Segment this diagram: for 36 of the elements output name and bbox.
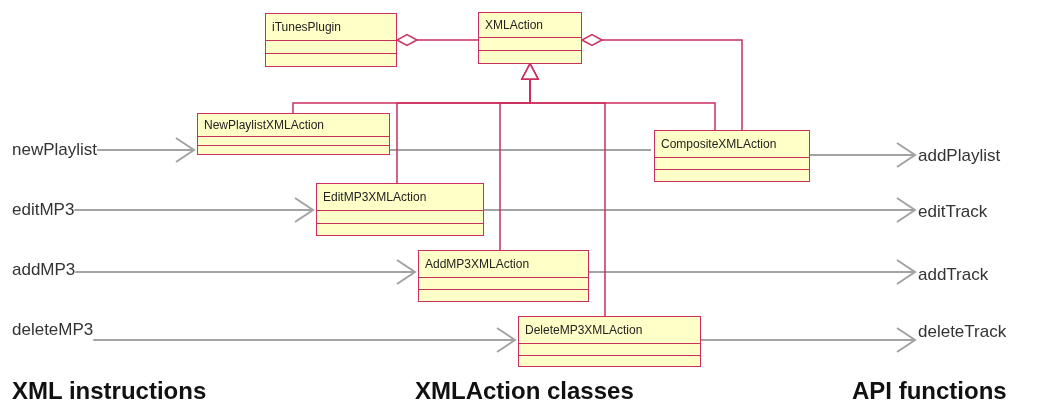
function-name: editTrack: [918, 201, 988, 223]
class-box: [478, 12, 582, 64]
class-name: CompositeXMLAction: [655, 131, 809, 158]
arrow: [483, 197, 916, 223]
instruction-name: editMP3: [12, 199, 75, 221]
function-name: deleteTrack: [918, 321, 1007, 343]
arrow: [74, 259, 416, 285]
instruction-name: newPlaylist: [12, 139, 98, 161]
class-box: [654, 130, 810, 182]
arrow: [92, 327, 516, 353]
aggregation-line: [581, 33, 743, 131]
instruction-name: addMP3: [12, 259, 76, 281]
class-box: [518, 316, 701, 367]
class-name: XMLAction: [479, 13, 581, 38]
function-name: addTrack: [918, 264, 989, 286]
aggregation-line: [396, 33, 479, 47]
class-name: NewPlaylistXMLAction: [198, 114, 389, 137]
column-heading: XML instructions: [12, 377, 207, 405]
arrow: [809, 142, 916, 168]
class-name: AddMP3XMLAction: [419, 251, 588, 278]
arrow: [73, 197, 314, 223]
class-name: iTunesPlugin: [266, 14, 396, 41]
function-name: addPlaylist: [918, 145, 1001, 167]
arrow: [96, 137, 195, 163]
arrow: [588, 259, 916, 285]
instruction-name: deleteMP3: [12, 319, 94, 341]
inheritance-arrow: [521, 63, 716, 131]
column-heading: XMLAction classes: [415, 377, 634, 405]
class-box: [197, 113, 390, 155]
class-name: EditMP3XMLAction: [317, 184, 483, 211]
column-heading: API functions: [852, 377, 1007, 405]
arrow: [700, 327, 916, 353]
class-box: [265, 13, 397, 67]
class-box: [316, 183, 484, 236]
class-name: DeleteMP3XMLAction: [519, 317, 700, 344]
class-box: [418, 250, 589, 302]
